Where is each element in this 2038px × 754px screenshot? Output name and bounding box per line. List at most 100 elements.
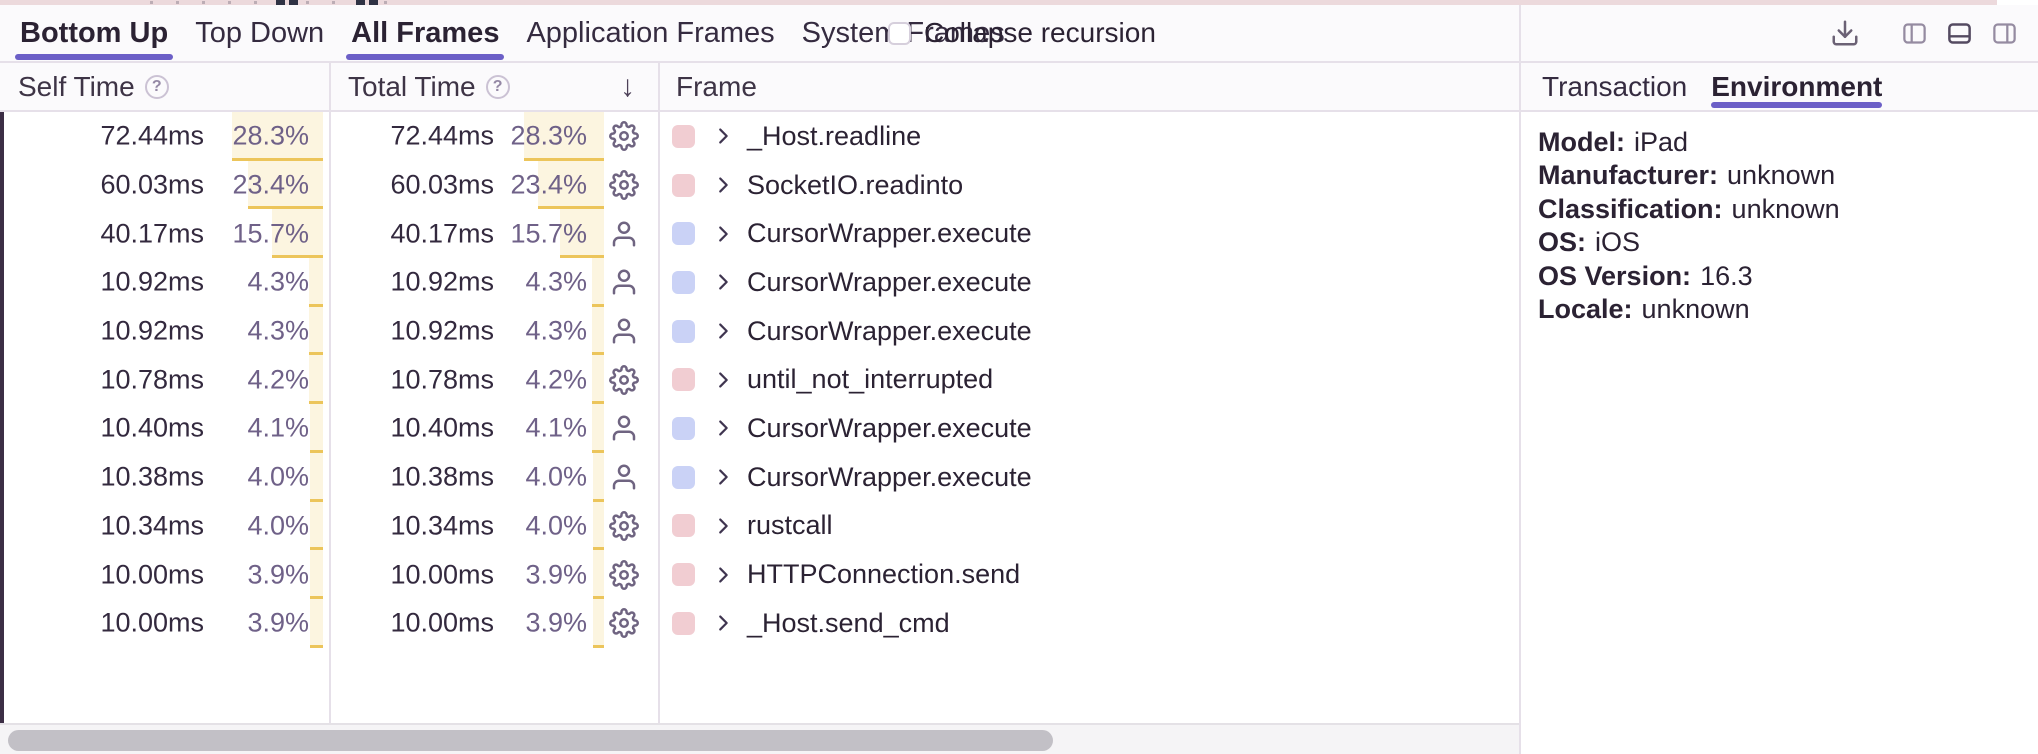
table-row[interactable]: 10.38ms 4.0% 10.38ms 4.0% CursorWrapper.… [0,452,1519,502]
collapse-recursion-checkbox[interactable] [888,21,911,45]
frame-cell[interactable]: CursorWrapper.execute [672,453,1032,502]
frame-cell[interactable]: until_not_interrupted [672,355,993,404]
frame-name: CursorWrapper.execute [747,218,1032,249]
environment-row: Classification: unknown [1538,193,1840,226]
panel-divider [1519,5,1521,754]
system-frame-icon [608,559,640,591]
self-time-bar [309,306,323,356]
column-label: Frame [676,70,757,102]
tab-top-down[interactable]: Top Down [195,5,324,61]
view-tabs: Bottom Up Top Down All Frames Applicatio… [14,5,1005,61]
table-row[interactable]: 10.00ms 3.9% 10.00ms 3.9% HTTPConnection… [0,550,1519,599]
frame-name: _Host.readline [747,120,922,151]
tab-bottom-up[interactable]: Bottom Up [14,5,174,61]
frame-name: until_not_interrupted [747,364,994,395]
total-time-percent: 4.2% [525,364,587,395]
expand-chevron-icon[interactable] [712,564,734,586]
frame-name: HTTPConnection.send [747,559,1021,590]
tab-transaction[interactable]: Transaction [1542,63,1687,110]
self-time-value: 10.00ms [100,559,204,590]
frame-name: CursorWrapper.execute [747,461,1032,492]
frame-cell[interactable]: CursorWrapper.execute [672,209,1032,258]
table-rows: 72.44ms 28.3% 72.44ms 28.3% _Host.readli… [0,112,1519,648]
environment-label: Classification: [1538,193,1723,224]
expand-chevron-icon[interactable] [712,466,734,488]
expand-chevron-icon[interactable] [712,612,734,634]
self-time-percent: 3.9% [247,559,309,590]
expand-chevron-icon[interactable] [712,515,734,537]
layout-right-icon[interactable] [1989,18,2019,48]
environment-row: Locale:unknown [1538,293,1840,326]
self-time-value: 10.40ms [100,412,204,443]
table-row[interactable]: 40.17ms 15.7% 40.17ms 15.7% CursorWrappe… [0,209,1519,259]
tab-all-frames[interactable]: All Frames [346,5,505,61]
system-frame-icon [608,364,640,396]
environment-value: unknown [1731,193,1840,224]
collapse-recursion-label: Collapse recursion [924,17,1156,48]
expand-chevron-icon[interactable] [712,369,734,391]
expand-chevron-icon[interactable] [712,174,734,196]
frame-color-swatch [672,270,695,294]
tab-environment[interactable]: Environment [1711,63,1883,110]
table-row[interactable]: 10.92ms 4.3% 10.92ms 4.3% CursorWrapper.… [0,306,1519,356]
expand-chevron-icon[interactable] [712,271,734,293]
expand-chevron-icon[interactable] [712,417,734,439]
frame-cell[interactable]: _Host.readline [672,112,921,161]
environment-row: OS: iOS [1538,226,1840,259]
self-time-value: 10.38ms [100,461,204,492]
table-row[interactable]: 10.34ms 4.0% 10.34ms 4.0% rustcall [0,501,1519,551]
tab-label: Transaction [1542,70,1688,102]
table-row[interactable]: 60.03ms 23.4% 60.03ms 23.4% SocketIO.rea… [0,160,1519,210]
environment-value: 16.3 [1700,260,1753,291]
total-time-percent: 3.9% [525,607,587,638]
frame-color-swatch [672,611,695,635]
minimap-strip[interactable] [0,0,1997,5]
help-icon[interactable]: ? [485,74,510,99]
frame-cell[interactable]: CursorWrapper.execute [672,258,1032,307]
column-divider [658,63,660,723]
total-time-value: 10.34ms [390,510,494,541]
total-time-value: 10.40ms [390,412,494,443]
frame-cell[interactable]: HTTPConnection.send [672,550,1020,599]
collapse-recursion-control[interactable]: Collapse recursion [888,5,1156,61]
environment-value: iOS [1595,227,1641,258]
frame-cell[interactable]: CursorWrapper.execute [672,307,1032,356]
download-icon[interactable] [1830,18,1860,48]
column-self-time[interactable]: Self Time ? [18,63,169,110]
self-time-percent: 4.0% [247,461,309,492]
layout-left-icon[interactable] [1899,18,1929,48]
total-time-percent: 23.4% [510,169,587,200]
scrollbar-thumb[interactable] [8,730,1053,751]
toolbar-icons [1830,5,2019,61]
total-time-percent: 4.3% [525,266,587,297]
table-row[interactable]: 10.40ms 4.1% 10.40ms 4.1% CursorWrapper.… [0,404,1519,453]
self-time-value: 10.00ms [100,607,204,638]
system-frame-icon [608,510,640,542]
expand-chevron-icon[interactable] [712,320,734,342]
frame-cell[interactable]: rustcall [672,502,833,551]
frame-name: _Host.send_cmd [747,607,950,638]
total-time-value: 10.00ms [390,607,494,638]
frame-cell[interactable]: SocketIO.readinto [672,161,963,210]
environment-panel: Model:iPad Manufacturer:unknown Classifi… [1521,112,2038,754]
frame-cell[interactable]: _Host.send_cmd [672,599,950,648]
frame-cell[interactable]: CursorWrapper.execute [672,404,1032,453]
environment-row: Manufacturer:unknown [1538,159,1840,192]
column-total-time[interactable]: Total Time ? [348,63,510,110]
table-row[interactable]: 72.44ms 28.3% 72.44ms 28.3% _Host.readli… [0,112,1519,161]
expand-chevron-icon[interactable] [712,125,734,147]
help-icon[interactable]: ? [144,74,169,99]
application-frame-icon [608,266,640,298]
layout-bottom-icon[interactable] [1944,18,1974,48]
expand-chevron-icon[interactable] [712,223,734,245]
table-row[interactable]: 10.78ms 4.2% 10.78ms 4.2% until_not_inte… [0,355,1519,405]
total-time-percent: 4.0% [525,461,587,492]
sort-descending-icon[interactable]: ↓ [620,69,635,103]
tab-application-frames[interactable]: Application Frames [526,5,774,61]
environment-label: OS: [1538,227,1587,258]
tab-label: Environment [1711,70,1883,102]
column-frame[interactable]: Frame [676,63,757,110]
table-row[interactable]: 10.92ms 4.3% 10.92ms 4.3% CursorWrapper.… [0,258,1519,307]
table-row[interactable]: 10.00ms 3.9% 10.00ms 3.9% _Host.send_cmd [0,598,1519,648]
